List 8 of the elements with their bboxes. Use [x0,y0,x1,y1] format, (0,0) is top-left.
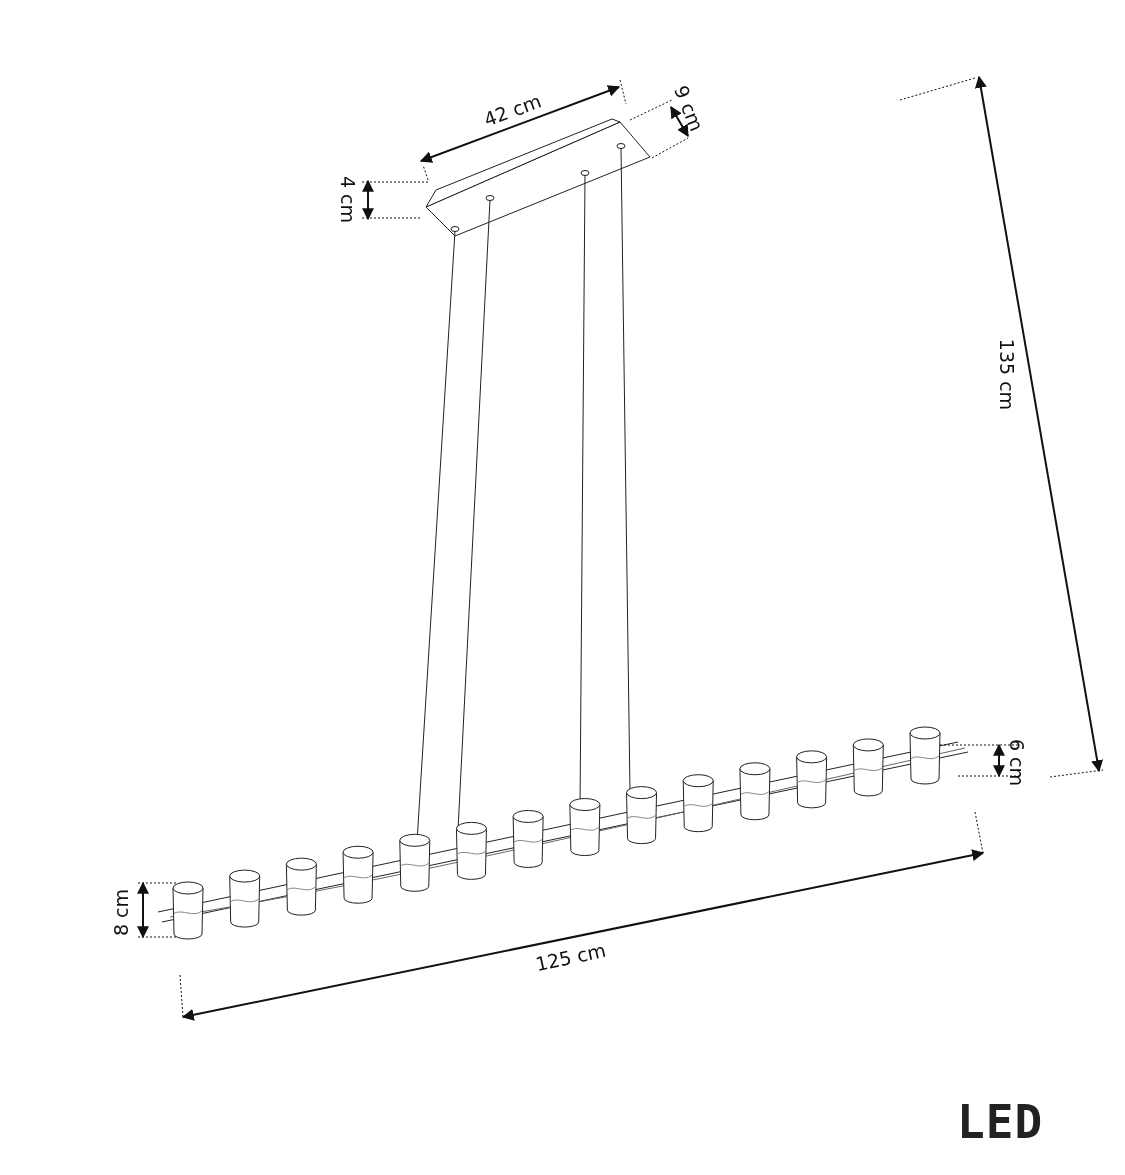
dimension-label: 9 cm [670,82,706,134]
dimension-label: 8 cm [111,888,131,936]
dimension-label: 135 cm [996,338,1016,410]
led-mark: LED [957,1099,1044,1145]
dimension-label: 125 cm [533,940,607,974]
dimension-label: 6 cm [1006,738,1026,786]
dimension-label: 42 cm [481,90,544,130]
dimension-label: 4 cm [337,175,357,223]
